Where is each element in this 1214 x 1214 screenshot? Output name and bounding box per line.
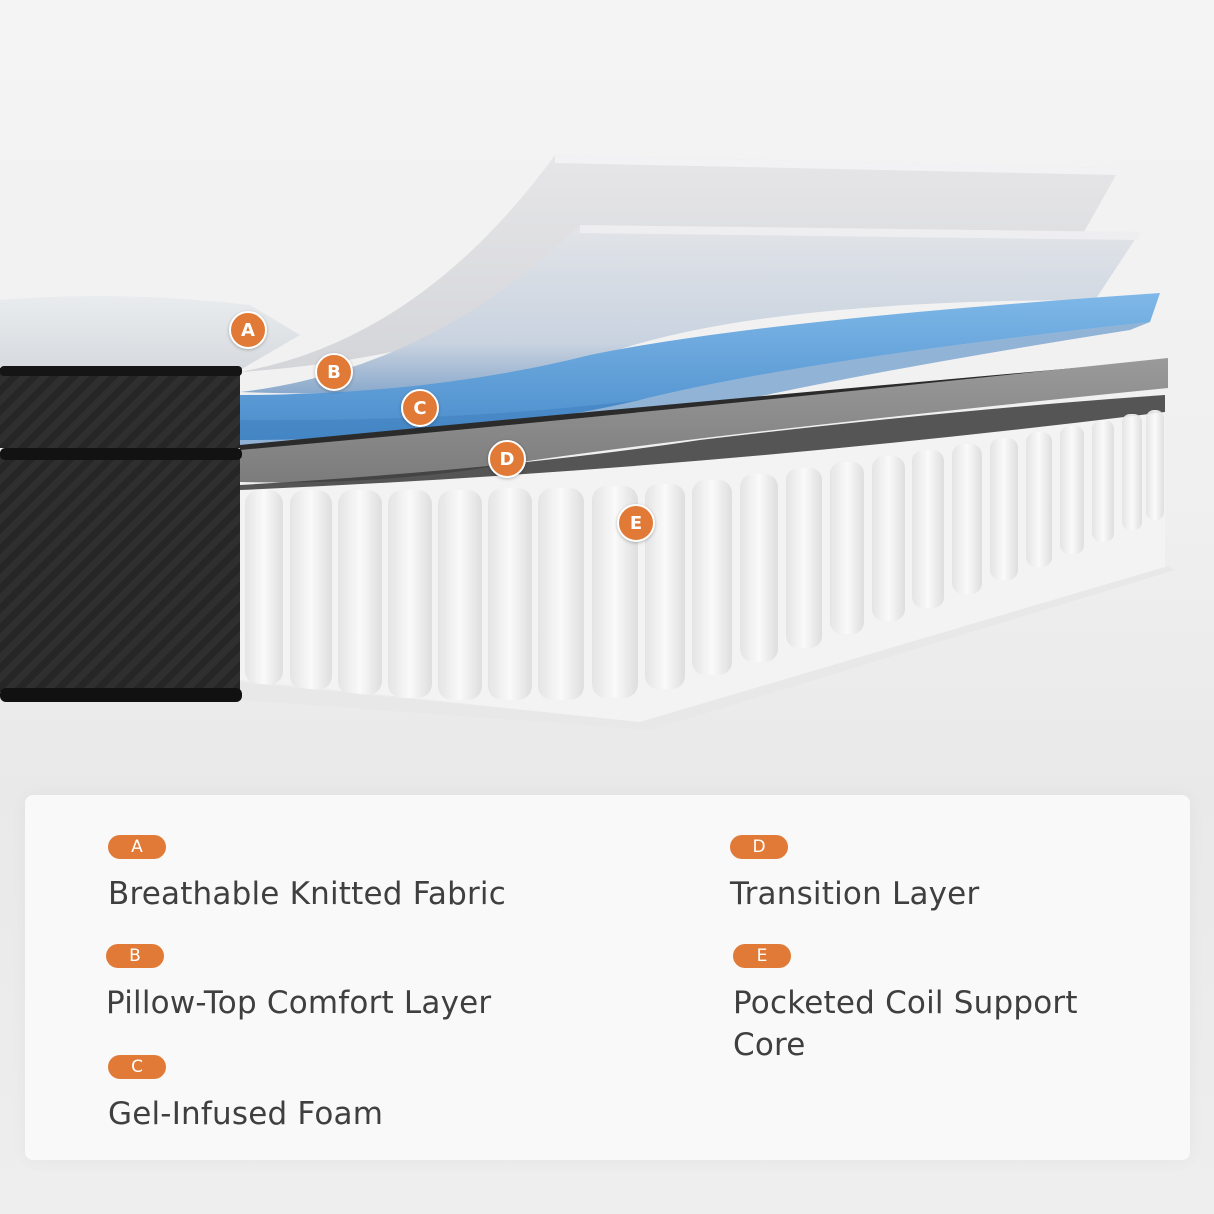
legend-label-a: Breathable Knitted Fabric xyxy=(108,876,506,912)
legend-badge-a: A xyxy=(108,835,166,859)
legend-item-b: B Pillow-Top Comfort Layer xyxy=(106,944,491,1024)
mattress-layers-graphic xyxy=(0,155,1175,730)
marker-d: D xyxy=(488,440,526,478)
marker-c: C xyxy=(401,389,439,427)
legend-label-e: Pocketed Coil Support Core xyxy=(733,985,1078,1063)
marker-e-label: E xyxy=(629,512,643,534)
marker-a: A xyxy=(229,311,267,349)
legend-item-e: E Pocketed Coil Support Core xyxy=(733,944,1153,1066)
legend-badge-d: D xyxy=(730,835,788,859)
legend-panel: A Breathable Knitted Fabric B Pillow-Top… xyxy=(25,795,1190,1160)
marker-a-label: A xyxy=(241,319,255,341)
legend-badge-b: B xyxy=(106,944,164,968)
legend-item-a: A Breathable Knitted Fabric xyxy=(108,835,506,915)
marker-d-label: D xyxy=(499,448,515,470)
legend-item-c: C Gel-Infused Foam xyxy=(108,1055,383,1135)
legend-badge-e: E xyxy=(733,944,791,968)
marker-b-label: B xyxy=(327,361,341,383)
legend-item-d: D Transition Layer xyxy=(730,835,979,915)
marker-c-label: C xyxy=(413,397,427,419)
marker-b: B xyxy=(315,353,353,391)
legend-label-b: Pillow-Top Comfort Layer xyxy=(106,985,492,1021)
mattress-illustration: A B C D E xyxy=(0,155,1175,730)
legend-label-c: Gel-Infused Foam xyxy=(108,1096,384,1132)
legend-label-d: Transition Layer xyxy=(730,876,980,912)
marker-e: E xyxy=(617,504,655,542)
legend-badge-c: C xyxy=(108,1055,166,1079)
